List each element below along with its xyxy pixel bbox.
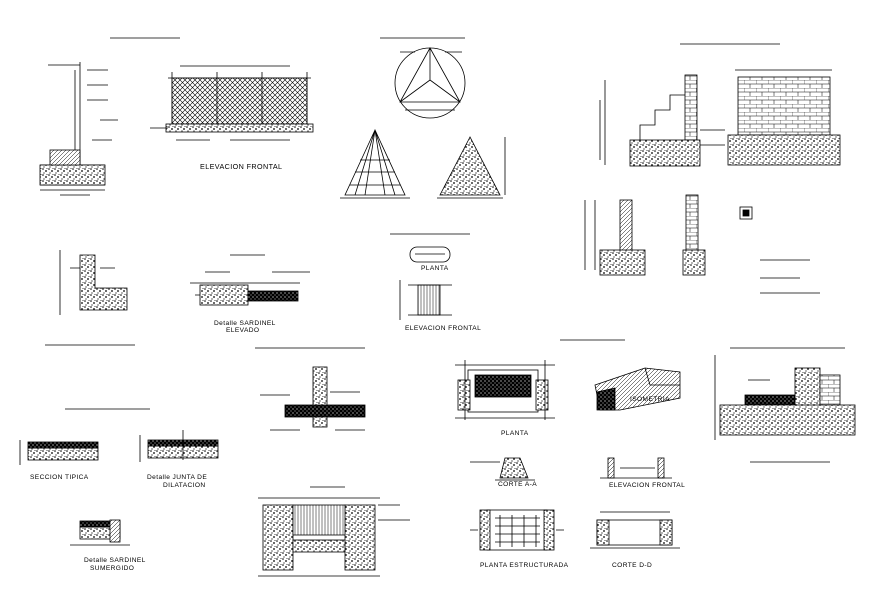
small-plan-elevation	[399, 246, 452, 320]
label-detalle-sardinel: Detalle SARDINEL	[84, 557, 146, 564]
label-seccion-tipica: SECCION TIPICA	[30, 474, 89, 481]
label-elev-frontal: ELEVACION FRONTAL	[200, 162, 283, 171]
label-planta: PLANTA	[421, 265, 449, 272]
label-corte-dd: CORTE D-D	[612, 562, 653, 569]
section-dd	[590, 511, 680, 549]
fence-elevation	[150, 65, 314, 141]
label-elevado: ELEVADO	[226, 327, 260, 334]
fence-post-section	[39, 62, 118, 196]
l-footing-detail	[59, 250, 128, 315]
channel-plan	[455, 360, 555, 420]
isometric-view	[594, 367, 681, 411]
structural-plan	[470, 509, 564, 551]
label-planta-small: PLANTA	[501, 430, 529, 437]
label-planta-estructurada: PLANTA ESTRUCTURADA	[480, 562, 569, 569]
label-isometria: ISOMETRIA	[630, 396, 670, 403]
label-elev-frontal-2: ELEVACION FRONTAL	[405, 325, 482, 332]
section-aa	[470, 457, 535, 481]
pyramid-plan	[394, 47, 466, 119]
small-slab-sections	[19, 430, 219, 546]
channel-section	[258, 497, 410, 577]
pyramid-elevations	[340, 129, 506, 199]
label-dilatacion: DILATACION	[163, 482, 206, 489]
label-corte-aa: CORTE A-A	[498, 481, 538, 488]
label-sumergido: SUMERGIDO	[90, 565, 135, 572]
wall-section-large	[714, 347, 856, 440]
sardinel-detail	[190, 271, 310, 306]
label-elev-frontal-3: ELEVACION FRONTAL	[609, 482, 686, 489]
label-detalle-junta: Detalle JUNTA DE	[147, 474, 208, 481]
column-footing-details	[584, 194, 820, 294]
label-detalle-sardinel-2: Detalle SARDINEL	[214, 320, 276, 327]
brick-wall-views	[599, 69, 841, 167]
front-elevation-small	[600, 457, 672, 479]
column-joint-detail	[260, 366, 366, 431]
